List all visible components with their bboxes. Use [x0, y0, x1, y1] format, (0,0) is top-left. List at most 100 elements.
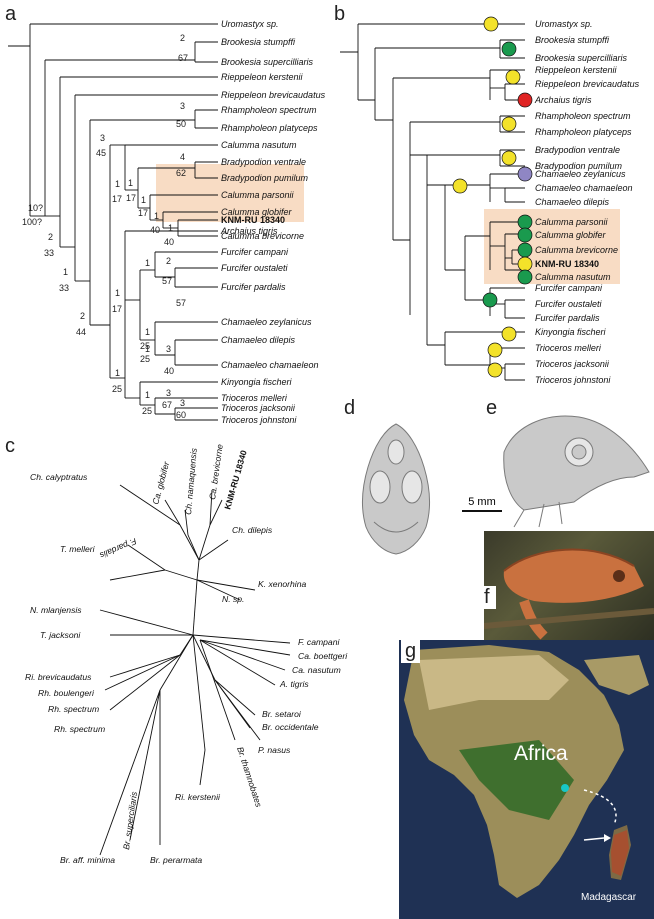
panel-e-skull-lateral: e: [486, 397, 650, 528]
support-value: 67: [162, 400, 172, 410]
unrooted-label: Ri. brevicaudatus: [25, 672, 92, 682]
unrooted-label: Br. thamnobates: [235, 746, 264, 809]
unrooted-label: A. tigris: [279, 679, 309, 689]
unrooted-label: T. melleri: [60, 544, 96, 554]
taxon-label: Furcifer campani: [221, 247, 289, 257]
tree-b-markers: [452, 16, 533, 378]
taxon-label: Chamaeleo chamaeleon: [535, 183, 633, 193]
africa-map: [404, 645, 649, 898]
unrooted-label: Ca. brevicorne: [207, 443, 225, 500]
skull-dorsal-shape: [361, 423, 431, 555]
support-value: 17: [126, 193, 136, 203]
taxon-label: Calumma nasutum: [535, 272, 611, 282]
taxon-label: Archaius tigris: [534, 95, 592, 105]
support-value: 3: [166, 388, 171, 398]
support-value: 25: [112, 384, 122, 394]
support-value: 60: [176, 410, 186, 420]
support-value: 50: [176, 119, 186, 129]
state-marker-yellow: [517, 256, 533, 272]
support-value: 2: [180, 33, 185, 43]
unrooted-branches: [99, 484, 291, 856]
support-value: 25: [140, 354, 150, 364]
scale-bar-line: [462, 510, 502, 512]
support-value: 3: [166, 344, 171, 354]
taxon-label: Uromastyx sp.: [221, 19, 279, 29]
support-value: 1: [115, 179, 120, 189]
unrooted-label: Ca. boettgeri: [298, 651, 348, 661]
unrooted-label-knm: KNM-RU 18340: [222, 449, 249, 511]
support-value: 33: [59, 283, 69, 293]
madagascar-highlight: [611, 830, 629, 876]
taxon-label: Rieppeleon kerstenii: [221, 72, 304, 82]
taxon-label: Rhampholeon platyceps: [221, 123, 318, 133]
taxon-label: Uromastyx sp.: [535, 19, 593, 29]
taxon-label: Trioceros melleri: [535, 343, 602, 353]
chameleon-illustration: [484, 548, 654, 640]
taxon-label: Calumma brevicorne: [535, 245, 618, 255]
panel-g-map: g Africa Madagascar: [399, 640, 654, 919]
support-value: 40: [164, 237, 174, 247]
support-value: 44: [76, 327, 86, 337]
tree-b-taxa: Uromastyx sp. Brookesia stumpffi Brookes…: [534, 19, 640, 385]
support-value: 67: [178, 53, 188, 63]
support-value: 3: [100, 133, 105, 143]
taxon-label: Furcifer oustaleti: [221, 263, 289, 273]
highlight-box-b: [484, 209, 620, 284]
state-marker-yellow: [501, 150, 517, 166]
taxon-label: Bradypodion ventrale: [535, 145, 620, 155]
taxon-label-knm: KNM-RU 18340: [221, 215, 285, 225]
site-marker: [561, 784, 569, 792]
unrooted-labels: Ch. calyptratus Ca. globifer Ch. namaque…: [25, 443, 348, 865]
unrooted-label: Rh. spectrum: [54, 724, 105, 734]
panel-letter-g: g: [401, 640, 421, 663]
panel-letter-f: f: [484, 586, 496, 609]
state-marker-yellow: [501, 326, 517, 342]
support-value: 1: [145, 258, 150, 268]
arrow-head: [604, 834, 611, 842]
unrooted-label: T. jacksoni: [40, 630, 81, 640]
support-value: 1: [145, 390, 150, 400]
taxon-label: Calumma brevicorne: [221, 231, 304, 241]
taxon-label: Calumma parsonii: [221, 190, 295, 200]
state-marker-yellow: [487, 342, 503, 358]
state-marker-yellow: [483, 16, 499, 32]
support-value: 1: [115, 368, 120, 378]
scale-bar-label: 5 mm: [468, 496, 496, 508]
support-value: 17: [112, 194, 122, 204]
support-value: 1: [168, 223, 173, 233]
panel-letter-a: a: [5, 3, 17, 25]
support-value: 4: [180, 152, 185, 162]
support-value: 25: [140, 341, 150, 351]
taxon-label: Chamaeleo chamaeleon: [221, 360, 319, 370]
support-value: 1: [141, 195, 146, 205]
taxon-label: Rieppeleon kerstenii: [535, 65, 618, 75]
taxon-label: Trioceros johnstoni: [221, 415, 297, 425]
unrooted-label: N. sp.: [222, 594, 244, 604]
support-value: 62: [176, 168, 186, 178]
taxon-label: Bradypodion pumilum: [221, 173, 309, 183]
unrooted-label: Br. superciliaris: [121, 790, 139, 850]
panel-letter-c: c: [5, 435, 15, 457]
skull-lateral-shape: [503, 415, 650, 528]
support-value: 40: [150, 225, 160, 235]
unrooted-label: F. pardalis: [98, 536, 138, 561]
unrooted-label: Ri. kerstenii: [175, 792, 221, 802]
panel-d-skull-dorsal: d: [344, 397, 431, 555]
support-value: 57: [162, 276, 172, 286]
dispersal-arrow: [583, 789, 617, 826]
support-value: 2: [166, 256, 171, 266]
unrooted-label: Br. setaroi: [262, 709, 302, 719]
taxon-label: Rieppeleon brevicaudatus: [535, 79, 640, 89]
taxon-label: Trioceros johnstoni: [535, 375, 611, 385]
support-value: 1: [63, 267, 68, 277]
state-marker-green: [482, 292, 498, 308]
support-value: 33: [44, 248, 54, 258]
state-marker-yellow: [501, 116, 517, 132]
taxon-label: Furcifer pardalis: [221, 282, 286, 292]
taxon-label: Rhampholeon spectrum: [221, 105, 317, 115]
unrooted-label: Ch. namaquensis: [183, 447, 199, 515]
panel-letter-e: e: [486, 397, 497, 419]
support-value: 40: [164, 366, 174, 376]
support-value: 10?: [28, 203, 43, 213]
